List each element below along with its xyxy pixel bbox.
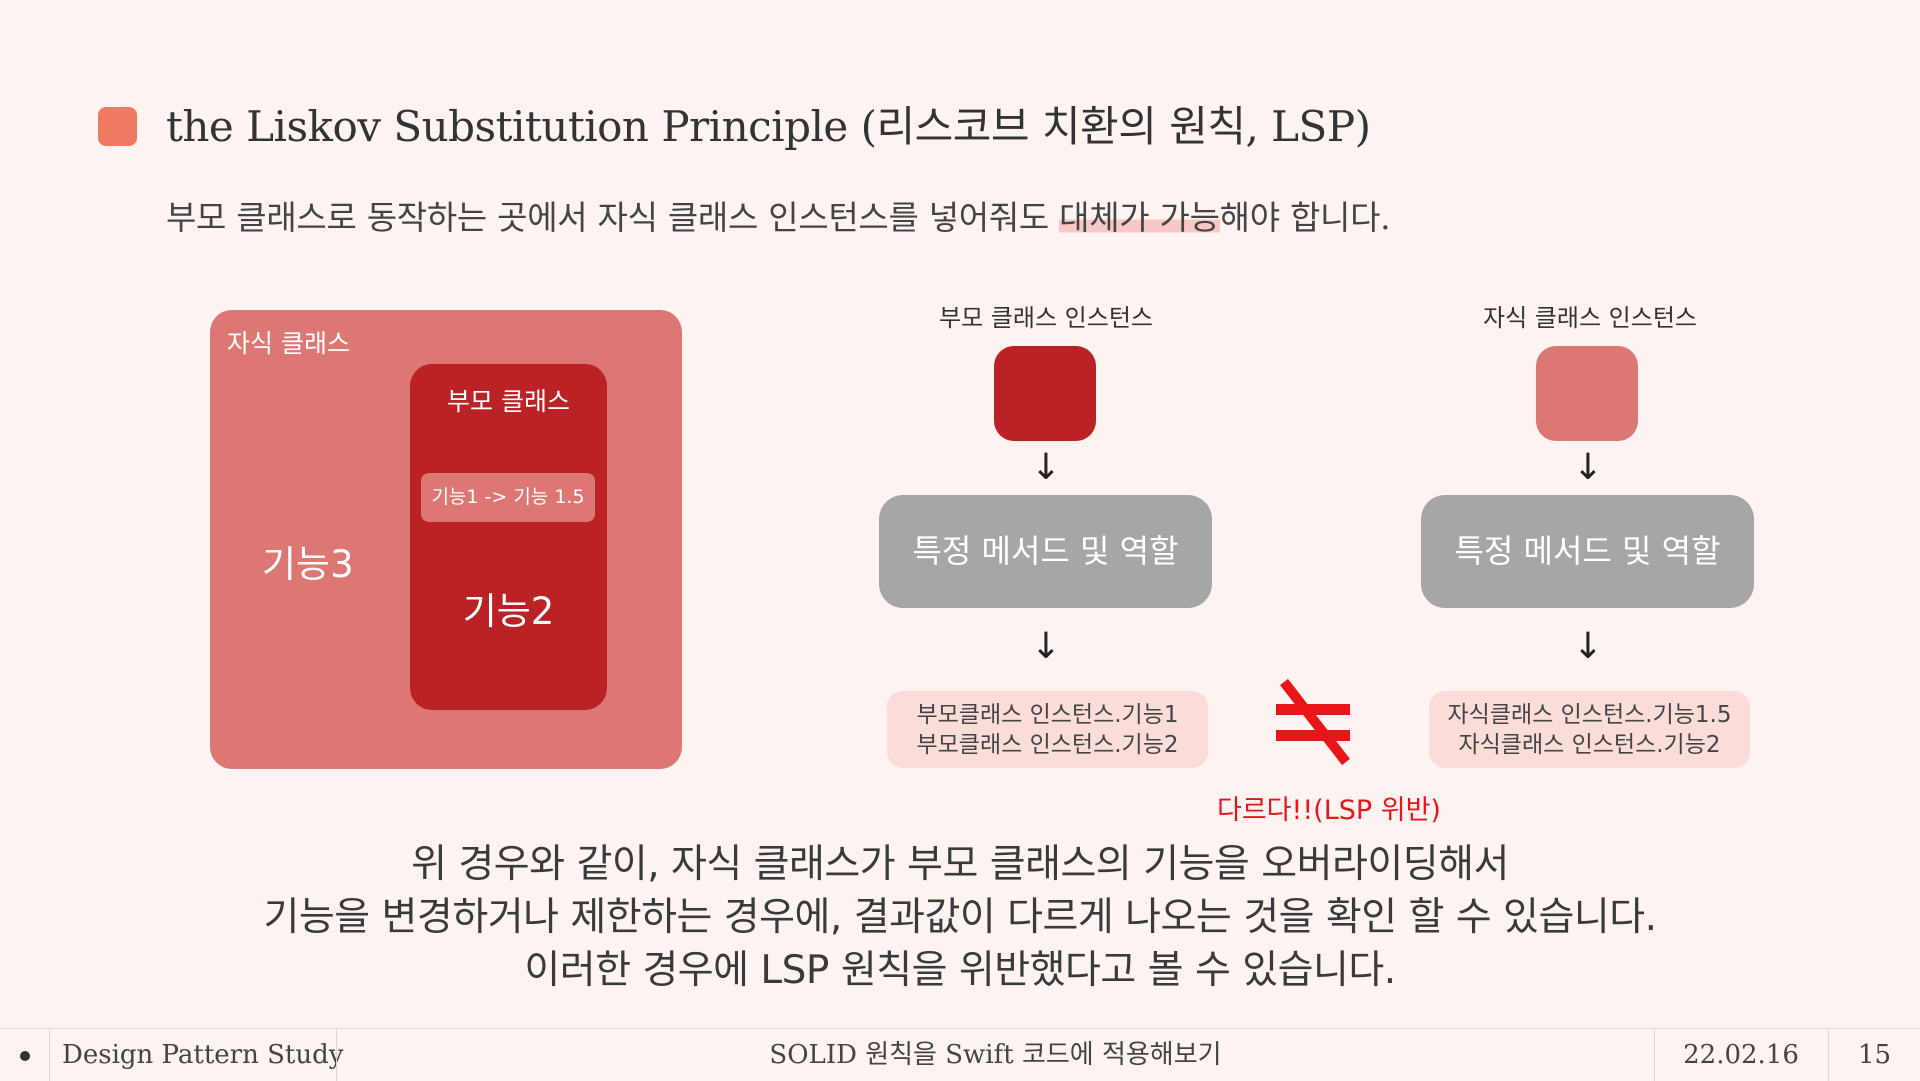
parent-instance-square: [994, 346, 1096, 441]
footer-divider: [1654, 1029, 1655, 1081]
child-method-box: 특정 메서드 및 역할: [1421, 495, 1754, 608]
parent-down-arrow-1: ↓: [1030, 447, 1062, 488]
footer-study-name: Design Pattern Study: [62, 1040, 344, 1070]
child-down-arrow-2: ↓: [1572, 626, 1604, 667]
override-feature-pill: 기능1 -> 기능 1.5: [421, 473, 595, 522]
footer-divider: [49, 1029, 50, 1081]
footer-divider: [336, 1029, 337, 1081]
parent-result-box: 부모클래스 인스턴스.기능1 부모클래스 인스턴스.기능2: [887, 691, 1208, 768]
footer-divider: [1828, 1029, 1829, 1081]
description-before: 부모 클래스로 동작하는 곳에서 자식 클래스 인스턴스를 넣어줘도: [166, 198, 1060, 237]
child-result-box: 자식클래스 인스턴스.기능1.5 자식클래스 인스턴스.기능2: [1429, 691, 1750, 768]
lsp-violation-label: 다르다!!(LSP 위반): [1217, 795, 1441, 826]
description-highlight: 대체가 가능: [1059, 198, 1220, 237]
description-after: 해야 합니다.: [1219, 198, 1391, 237]
footer-date: 22.02.16: [1683, 1040, 1799, 1070]
footer-bullet-icon: [20, 1051, 30, 1061]
conclusion-line-1: 위 경우와 같이, 자식 클래스가 부모 클래스의 기능을 오버라이딩해서: [411, 842, 1509, 887]
slide-footer: Design Pattern Study SOLID 원칙을 Swift 코드에…: [0, 1028, 1920, 1081]
parent-class-box: [410, 364, 607, 710]
child-instance-square: [1536, 346, 1638, 441]
parent-method-box: 특정 메서드 및 역할: [879, 495, 1212, 608]
slide-title: the Liskov Substitution Principle (리스코브 …: [166, 102, 1371, 151]
title-bullet-square: [98, 107, 137, 146]
conclusion-text: 위 경우와 같이, 자식 클래스가 부모 클래스의 기능을 오버라이딩해서 기능…: [0, 838, 1920, 997]
parent-class-label: 부모 클래스: [447, 387, 570, 416]
parent-feature-label: 기능2: [462, 590, 555, 633]
child-result-line1: 자식클래스 인스턴스.기능1.5: [1447, 701, 1732, 728]
footer-topic: SOLID 원칙을 Swift 코드에 적용해보기: [769, 1040, 1222, 1070]
child-feature-label: 기능3: [262, 543, 354, 586]
child-result-line2: 자식클래스 인스턴스.기능2: [1458, 731, 1721, 758]
parent-result-line2: 부모클래스 인스턴스.기능2: [916, 731, 1179, 758]
parent-instance-label: 부모 클래스 인스턴스: [939, 304, 1153, 332]
footer-page-number: 15: [1857, 1040, 1892, 1070]
slide-description: 부모 클래스로 동작하는 곳에서 자식 클래스 인스턴스를 넣어줘도 대체가 가…: [166, 194, 1391, 242]
child-class-label: 자식 클래스: [227, 329, 350, 358]
conclusion-line-3: 이러한 경우에 LSP 원칙을 위반했다고 볼 수 있습니다.: [524, 948, 1396, 993]
not-equal-icon: [1276, 678, 1350, 766]
parent-result-line1: 부모클래스 인스턴스.기능1: [916, 701, 1179, 728]
child-instance-label: 자식 클래스 인스턴스: [1483, 304, 1697, 332]
parent-down-arrow-2: ↓: [1030, 626, 1062, 667]
child-down-arrow-1: ↓: [1572, 447, 1604, 488]
conclusion-line-2: 기능을 변경하거나 제한하는 경우에, 결과값이 다르게 나오는 것을 확인 할…: [263, 895, 1657, 940]
